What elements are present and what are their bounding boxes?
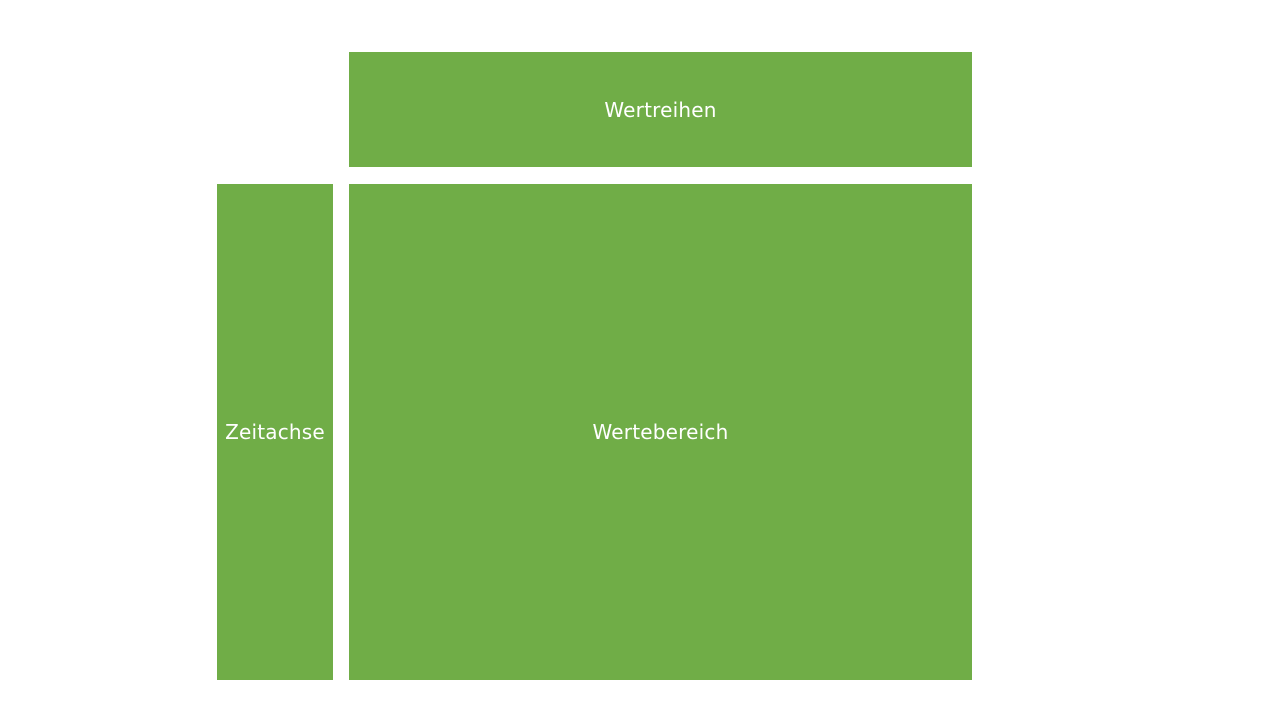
value-range-block: Wertebereich (349, 184, 972, 680)
time-axis-block-label: Zeitachse (225, 420, 325, 444)
series-block: Wertreihen (349, 52, 972, 167)
series-block-label: Wertreihen (604, 97, 717, 122)
time-axis-block: Zeitachse (217, 184, 333, 680)
value-range-block-label: Wertebereich (592, 420, 729, 444)
